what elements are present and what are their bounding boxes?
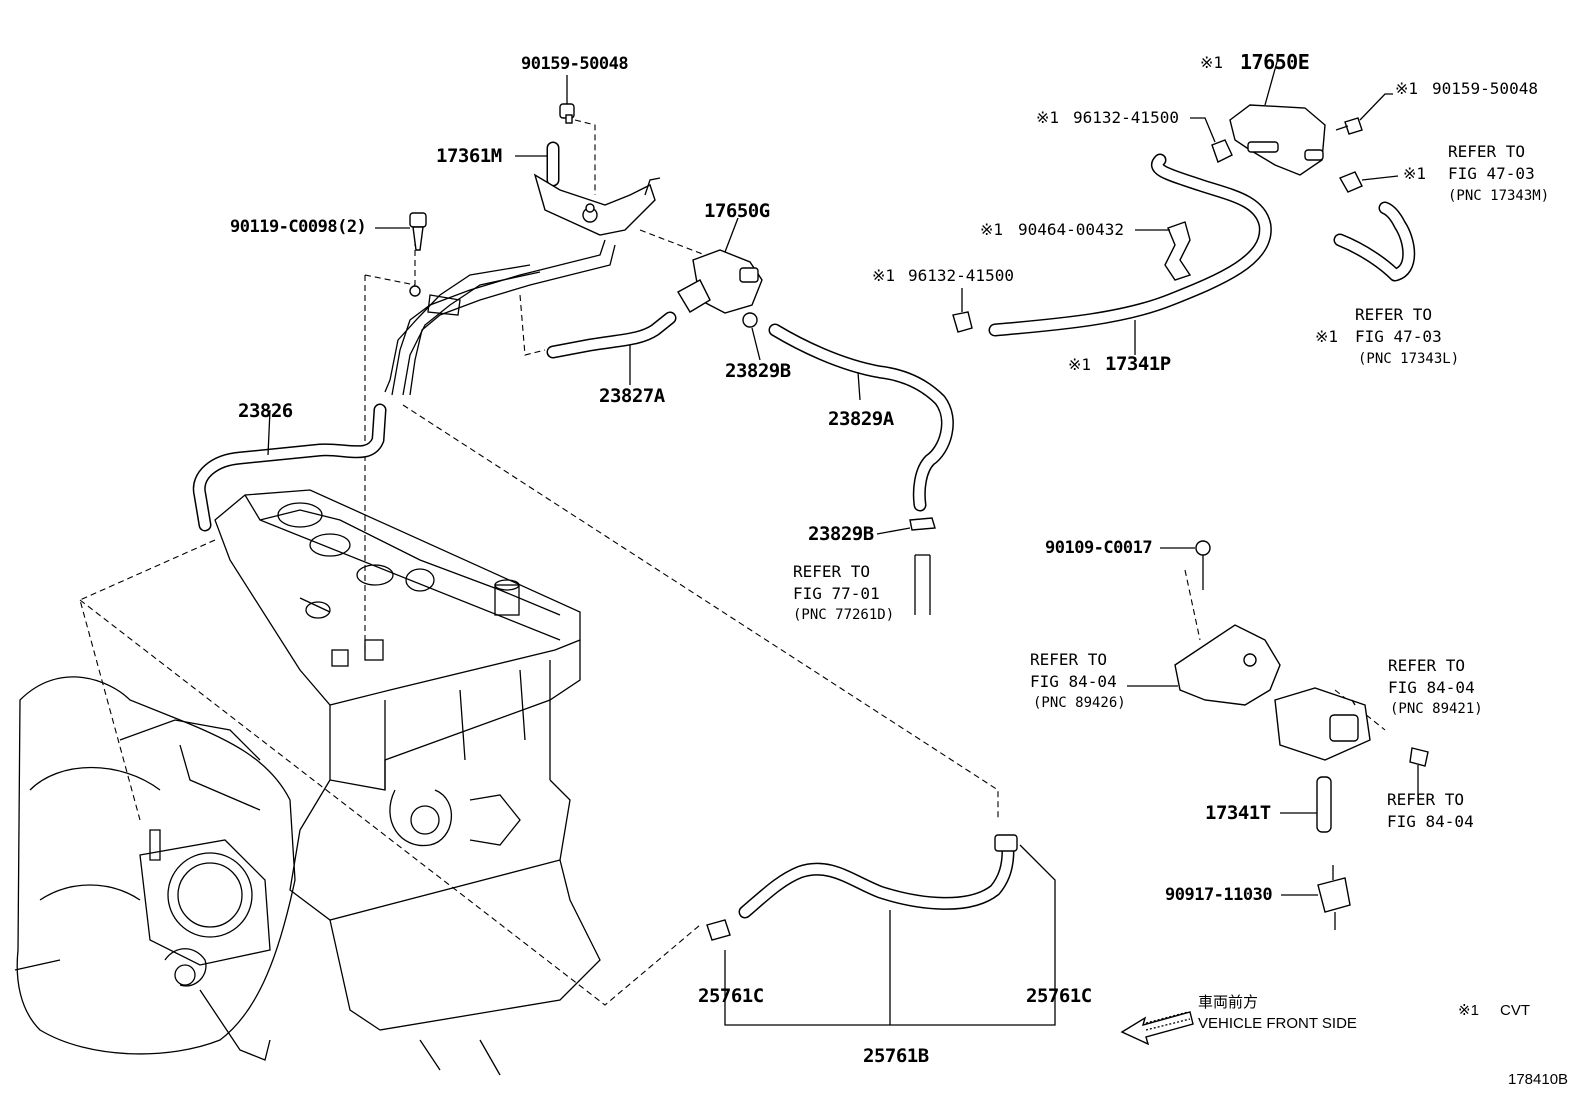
label-90109-c0017: 90109-C0017	[1045, 538, 1153, 558]
refer-47-03-l-line1: REFER TO	[1355, 305, 1433, 324]
refer-47-03-m-line3: (PNC 17343M)	[1448, 188, 1550, 204]
hoses	[192, 141, 1416, 919]
label-23829a: 23829A	[828, 408, 894, 430]
legend-cvt: CVT	[1500, 1002, 1530, 1019]
figure-id: 178410B	[1508, 1071, 1569, 1088]
vehicle-front-en: VEHICLE FRONT SIDE	[1198, 1015, 1357, 1032]
label-23829b-lower: 23829B	[808, 523, 874, 545]
label-90119-c0098: 90119-C0098(2)	[230, 217, 367, 237]
label-90159-50048-right: 90159-50048	[1432, 79, 1538, 98]
legend-mark: ※1	[1458, 1002, 1479, 1019]
label-17341t: 17341T	[1205, 802, 1271, 824]
refer-47-03-l-line3: (PNC 17343L)	[1358, 351, 1460, 367]
refer-77-01-line3: (PNC 77261D)	[793, 607, 895, 623]
label-17650e: 17650E	[1240, 50, 1310, 74]
refer-84-04-89426-line1: REFER TO	[1030, 650, 1108, 669]
pipe-bracket	[384, 173, 661, 396]
label-25761b: 25761B	[863, 1045, 929, 1067]
mark-96132-lower: ※1	[872, 266, 896, 285]
label-25761c-left: 25761C	[698, 985, 764, 1007]
refer-84-04-bolt-line1: REFER TO	[1387, 790, 1465, 809]
mark-47-03-m: ※1	[1403, 164, 1427, 183]
label-17361m: 17361M	[436, 145, 502, 167]
label-23829b-upper: 23829B	[725, 360, 791, 382]
label-90159-50048: 90159-50048	[521, 54, 629, 74]
refer-84-04-89421-line1: REFER TO	[1388, 656, 1466, 675]
mark-17341p: ※1	[1068, 355, 1092, 374]
dashed-leaders	[79, 119, 1386, 1006]
refer-47-03-m-line1: REFER TO	[1448, 142, 1526, 161]
refer-47-03-l-line2: FIG 47-03	[1355, 327, 1442, 346]
refer-84-04-89421-line3: (PNC 89421)	[1390, 701, 1483, 717]
mark-47-03-l: ※1	[1315, 327, 1339, 346]
label-17341p: 17341P	[1105, 353, 1171, 375]
mark-90159-right: ※1	[1395, 79, 1419, 98]
mark-96132-upper: ※1	[1036, 108, 1060, 127]
refer-77-01-line1: REFER TO	[793, 562, 871, 581]
refer-84-04-89426-line2: FIG 84-04	[1030, 672, 1117, 691]
mark-90464: ※1	[980, 220, 1004, 239]
refer-84-04-89421-line2: FIG 84-04	[1388, 678, 1475, 697]
leader-lines	[267, 61, 1399, 1026]
label-96132-41500-lower: 96132-41500	[908, 266, 1014, 285]
refer-84-04-89426-line3: (PNC 89426)	[1033, 695, 1126, 711]
label-23826: 23826	[238, 400, 293, 422]
vehicle-front-jp: 車両前方	[1198, 994, 1259, 1011]
label-90464-00432: 90464-00432	[1018, 220, 1124, 239]
refer-84-04-bolt-line2: FIG 84-04	[1387, 812, 1474, 831]
label-96132-41500-upper: 96132-41500	[1073, 108, 1179, 127]
vehicle-front-arrow	[1120, 1011, 1194, 1046]
label-25761c-right: 25761C	[1026, 985, 1092, 1007]
mark-17650e: ※1	[1200, 53, 1224, 72]
label-17650g: 17650G	[704, 200, 770, 222]
label-23827a: 23827A	[599, 385, 665, 407]
refer-77-01-line2: FIG 77-01	[793, 584, 880, 603]
label-90917-11030: 90917-11030	[1165, 885, 1273, 905]
refer-47-03-m-line2: FIG 47-03	[1448, 164, 1535, 183]
small-parts	[409, 103, 1429, 941]
engine-block	[14, 489, 601, 1076]
